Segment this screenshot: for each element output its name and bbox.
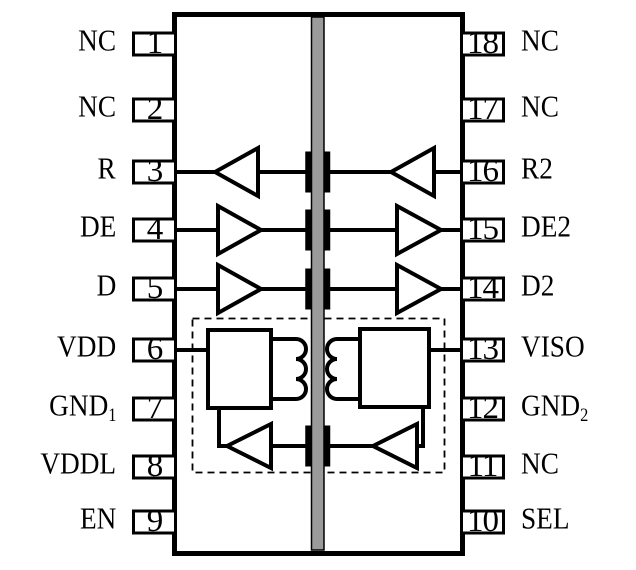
pin-3-number: 3 [146,152,164,189]
pin-9-label: EN [80,502,116,538]
pin-5-label: D [96,269,116,305]
pin-label-text: R2 [521,150,553,186]
pin-1-label: NC [78,24,116,60]
pin-box-9 [132,509,177,535]
pin-7-number: 7 [146,389,164,426]
pin-2-number: 2 [146,90,164,127]
pin-16-number: 16 [467,152,499,189]
pin-label-text: D2 [521,267,555,303]
pin-label-text: NC [78,88,116,124]
pin-box-1 [132,31,177,57]
pin-16-label: R2 [521,152,553,188]
driver-buffer-icon [216,202,266,258]
pin-box-12 [460,396,505,422]
pin-box-10 [460,509,505,535]
pin-17-number: 17 [467,90,499,127]
transformer-coil-secondary [325,337,358,401]
pin-label-text: NC [78,22,116,58]
pin-box-5 [132,276,177,302]
pin-15-number: 15 [467,210,499,247]
channel-d [177,261,460,317]
pin-label-text: NC [521,445,559,481]
pin-14-number: 14 [467,269,499,306]
pin-label-text: VISO [521,328,585,364]
pin-12-label: GND2 [521,389,588,425]
channel-r [177,144,460,200]
pin-label-text: R [97,150,116,186]
wire [417,409,425,448]
pin-18-label: NC [521,24,559,60]
pin-label-text: SEL [521,500,570,536]
pin-label-text: NC [521,88,559,124]
isolation-barrier [310,16,325,551]
driver-buffer-icon [395,202,446,258]
pin-label-text: VDDL [40,445,116,481]
pin-box-6 [132,337,177,363]
pin-9-number: 9 [146,502,164,539]
pin-13-label: VISO [521,330,585,366]
pin-box-18 [460,31,505,57]
pin-13-number: 13 [467,330,499,367]
pin-box-17 [460,97,505,123]
pin-2-label: NC [78,90,116,126]
pin-box-15 [460,217,505,243]
pin-label-text: NC [521,22,559,58]
pin-7-label: GND1 [49,389,116,425]
pin-11-label: NC [521,447,559,483]
driver-buffer-icon [395,261,446,317]
pin-4-label: DE [80,210,116,246]
pin-box-7 [132,396,177,422]
pin-box-16 [460,159,505,185]
pin-label-text: DE [79,208,116,244]
pin-box-3 [132,159,177,185]
pin-label-text: DE2 [521,208,572,244]
pin-label-subscript: 1 [107,405,116,427]
pin-5-number: 5 [146,269,164,306]
pin-12-number: 12 [467,389,499,426]
pin-label-text: GND [521,387,581,423]
power-converter [177,327,460,410]
pin-10-label: SEL [521,502,570,538]
pin-label-subscript: 2 [580,405,589,427]
pin-15-label: DE2 [521,210,571,246]
pin-11-number: 11 [467,447,499,484]
pin-8-number: 8 [146,447,164,484]
pin-label-text: D [96,267,116,303]
pin-box-8 [132,454,177,480]
pin-6-label: VDD [57,330,116,366]
transformer-coil-primary [273,337,308,401]
pin-6-number: 6 [146,330,164,367]
pin-14-label: D2 [521,269,554,305]
pin-box-2 [132,97,177,123]
pin-box-13 [460,337,505,363]
pin-18-number: 18 [467,24,499,61]
pin-label-text: VDD [56,328,116,364]
pin-3-label: R [98,152,116,188]
power-converter-block-secondary [358,327,431,409]
pin-box-11 [460,454,505,480]
pin-17-label: NC [521,90,559,126]
pin-4-number: 4 [146,210,164,247]
pin-8-label: VDDL [40,447,116,483]
pin-box-14 [460,276,505,302]
pin-boxes-left [132,31,177,535]
channel-de [177,202,460,258]
pin-box-4 [132,217,177,243]
power-converter-block-primary [206,328,273,410]
pin-10-number: 10 [467,502,499,539]
driver-buffer-icon [216,261,266,317]
pin-1-number: 1 [146,24,164,61]
pin-boxes-right [460,31,505,535]
feedback-path [217,409,425,472]
pin-label-text: EN [79,500,116,536]
pin-label-text: GND [48,387,108,423]
